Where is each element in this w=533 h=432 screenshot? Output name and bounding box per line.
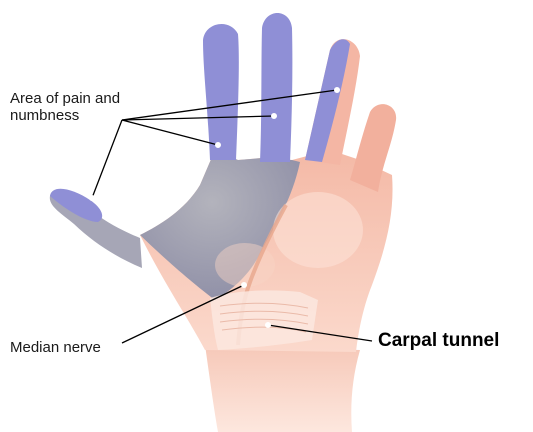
dot-nerve bbox=[242, 283, 247, 288]
dot-carpal bbox=[266, 323, 271, 328]
middle-finger bbox=[260, 13, 292, 162]
dot-thumb bbox=[90, 196, 95, 201]
index-finger bbox=[203, 24, 239, 160]
wrist bbox=[205, 345, 360, 432]
dot-ring bbox=[335, 88, 340, 93]
dot-index bbox=[216, 143, 221, 148]
label-area-of-pain: Area of pain and numbness bbox=[10, 90, 120, 124]
dot-middle bbox=[272, 114, 277, 119]
label-carpal-tunnel: Carpal tunnel bbox=[378, 332, 499, 349]
label-median-nerve: Median nerve bbox=[10, 339, 101, 356]
palm-highlight-2 bbox=[215, 243, 275, 287]
leader-line-thumb bbox=[92, 120, 122, 198]
palm-highlight bbox=[273, 192, 363, 268]
carpal-ligament bbox=[210, 290, 318, 350]
leader-line-index bbox=[122, 120, 218, 145]
